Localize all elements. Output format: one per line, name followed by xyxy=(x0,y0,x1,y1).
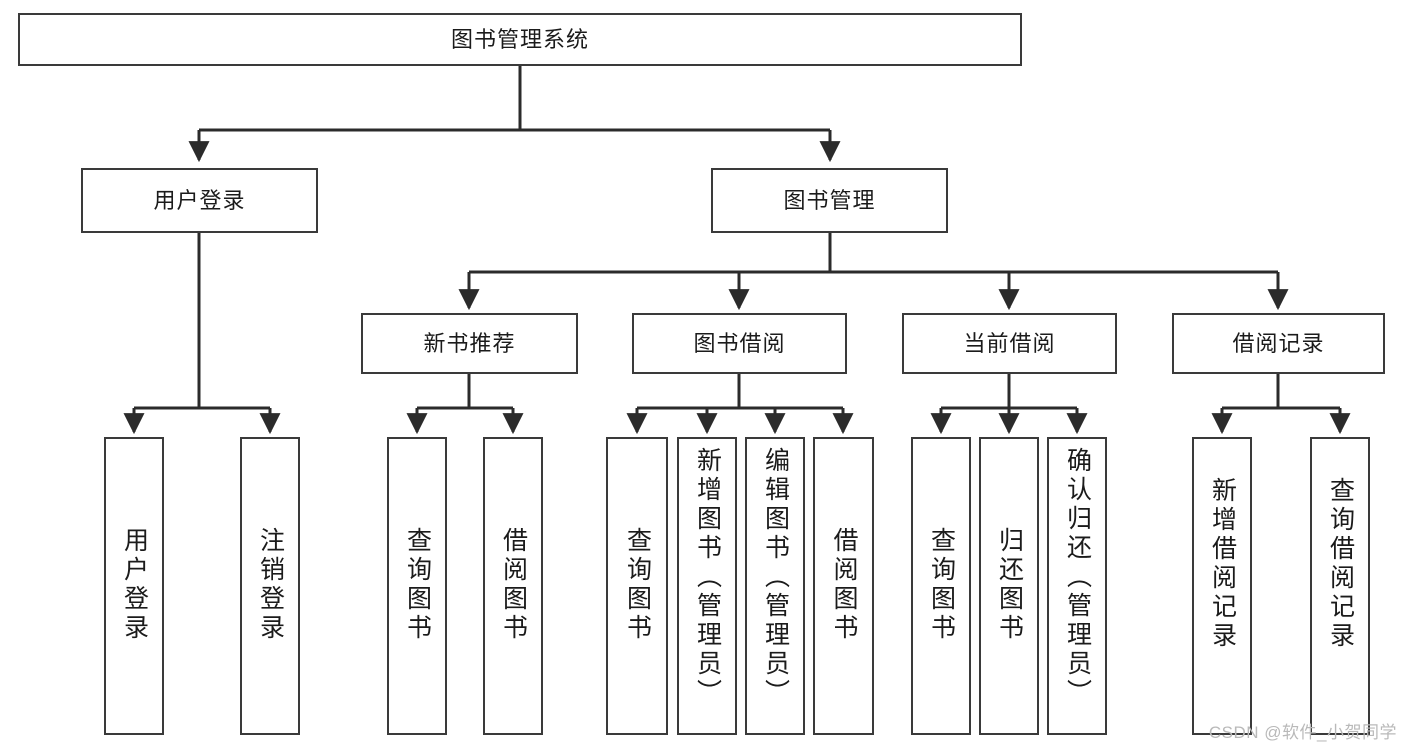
node-borrow-record[interactable]: 借阅记录 xyxy=(1172,313,1385,374)
node-label: 新增借阅记录 xyxy=(1208,477,1237,651)
node-label: 新书推荐 xyxy=(423,330,516,356)
node-leaf-query-record[interactable]: 查询借阅记录 xyxy=(1310,437,1370,735)
node-label: 新增图书（管理员） xyxy=(693,447,722,708)
node-label: 当前借阅 xyxy=(963,330,1056,356)
node-label: 借阅图书 xyxy=(499,527,528,643)
node-label: 查询图书 xyxy=(623,527,652,643)
node-leaf-return-book[interactable]: 归还图书 xyxy=(979,437,1039,735)
node-label: 查询图书 xyxy=(403,527,432,643)
node-label: 图书管理系统 xyxy=(450,26,589,52)
node-label: 编辑图书（管理员） xyxy=(761,447,790,708)
node-label: 查询借阅记录 xyxy=(1326,477,1355,651)
node-current-borrow[interactable]: 当前借阅 xyxy=(902,313,1117,374)
node-label: 查询图书 xyxy=(927,527,956,643)
node-leaf-query-book-2[interactable]: 查询图书 xyxy=(606,437,668,735)
node-label: 借阅图书 xyxy=(830,527,858,643)
node-root-book-management-system[interactable]: 图书管理系统 xyxy=(18,13,1022,66)
node-leaf-confirm-return[interactable]: 确认归还（管理员） xyxy=(1047,437,1107,735)
node-leaf-logout[interactable]: 注销登录 xyxy=(240,437,300,735)
node-label: 用户登录 xyxy=(120,527,149,643)
node-label: 用户登录 xyxy=(153,187,246,213)
node-leaf-query-book-3[interactable]: 查询图书 xyxy=(911,437,971,735)
node-label: 图书管理 xyxy=(783,187,876,213)
node-leaf-edit-book[interactable]: 编辑图书（管理员） xyxy=(745,437,805,735)
node-new-book-recommend[interactable]: 新书推荐 xyxy=(361,313,578,374)
node-leaf-add-book[interactable]: 新增图书（管理员） xyxy=(677,437,737,735)
node-user-login[interactable]: 用户登录 xyxy=(81,168,318,233)
node-label: 注销登录 xyxy=(256,527,285,643)
node-book-manage[interactable]: 图书管理 xyxy=(711,168,948,233)
node-leaf-borrow-book-1[interactable]: 借阅图书 xyxy=(483,437,543,735)
node-leaf-query-book-1[interactable]: 查询图书 xyxy=(387,437,447,735)
node-label: 归还图书 xyxy=(995,527,1024,643)
node-book-borrow[interactable]: 图书借阅 xyxy=(632,313,847,374)
node-label: 借阅记录 xyxy=(1232,330,1325,356)
node-label: 图书借阅 xyxy=(693,330,786,356)
node-leaf-add-record[interactable]: 新增借阅记录 xyxy=(1192,437,1252,735)
node-leaf-borrow-book-2[interactable]: 借阅图书 xyxy=(813,437,874,735)
node-leaf-user-login[interactable]: 用户登录 xyxy=(104,437,164,735)
node-label: 确认归还（管理员） xyxy=(1063,447,1092,708)
